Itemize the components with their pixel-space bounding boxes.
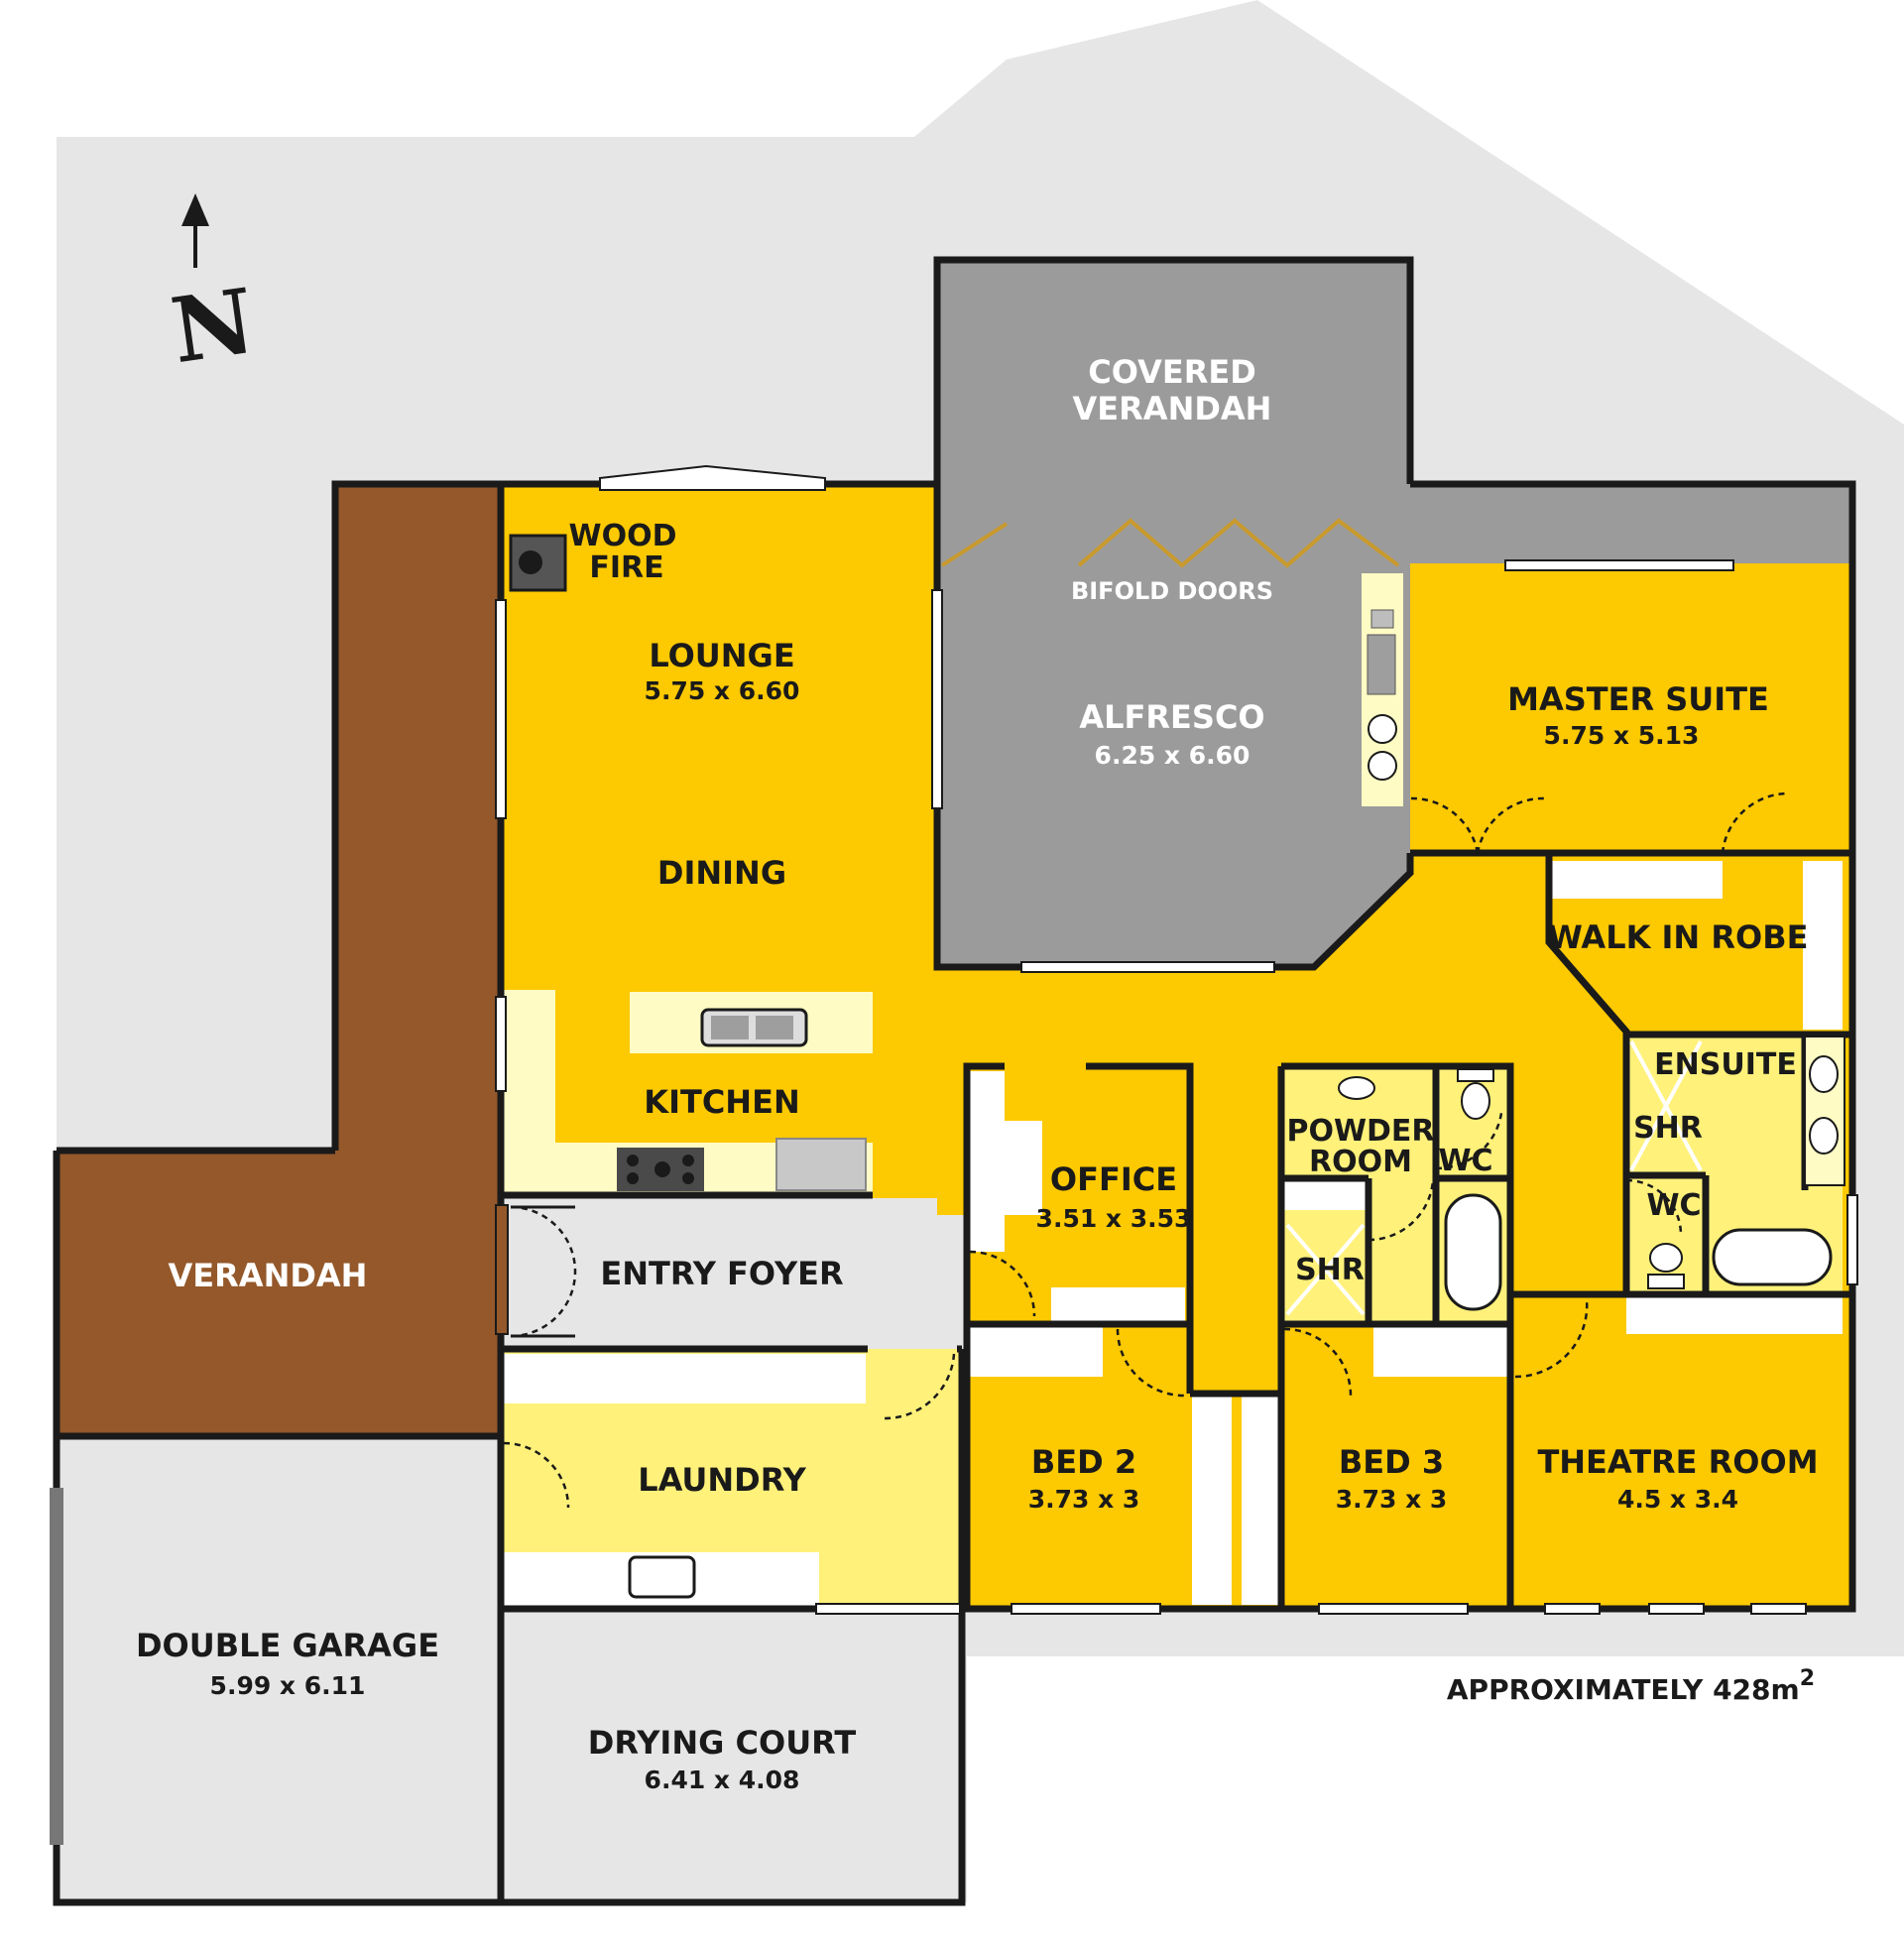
wardrobe-laundry (504, 1354, 866, 1403)
bed-3-dims: 3.73 x 3 (1336, 1485, 1448, 1514)
wardrobe-office-2 (1005, 1121, 1042, 1215)
wardrobe-theatre (1626, 1294, 1843, 1334)
bed-3-label: BED 3 (1339, 1443, 1444, 1481)
drying-court-dims: 6.41 x 4.08 (645, 1766, 800, 1794)
ensuite-basin-2 (1809, 1117, 1839, 1155)
wc-1-label: WC (1438, 1144, 1492, 1178)
dining-label: DINING (657, 854, 786, 892)
kitchen-appliance (775, 1138, 867, 1191)
powder-basin (1338, 1076, 1375, 1100)
bbq-hotplate (1367, 634, 1396, 695)
wardrobe-office (967, 1071, 1005, 1252)
lounge-dims: 5.75 x 6.60 (645, 676, 800, 705)
wc-bowl-1 (1461, 1082, 1490, 1120)
laundry-label: LAUNDRY (638, 1461, 806, 1499)
laundry-tub (628, 1555, 696, 1599)
shr-2-label: SHR (1633, 1111, 1703, 1146)
bath-2 (1712, 1228, 1833, 1286)
double-garage-dims: 5.99 x 6.11 (210, 1671, 366, 1700)
shr-1-label: SHR (1295, 1253, 1365, 1287)
theatre-room-label: THEATRE ROOM (1537, 1443, 1818, 1481)
verandah-label: VERANDAH (169, 1257, 368, 1294)
alfresco-label: ALFRESCO (1079, 698, 1264, 736)
drying-court-label: DRYING COURT (588, 1724, 857, 1762)
bbq-sink-2 (1368, 751, 1397, 781)
bed-2-dims: 3.73 x 3 (1028, 1485, 1140, 1514)
bbq-sink-1 (1368, 714, 1397, 744)
wc-bowl-2 (1649, 1243, 1683, 1273)
office-dims: 3.51 x 3.53 (1036, 1204, 1192, 1233)
wardrobe-bed3 (1373, 1327, 1510, 1377)
shower-1 (1285, 1223, 1366, 1316)
floor-verandah-deck (57, 484, 501, 1436)
bifold-doors-line (1077, 518, 1400, 568)
wardrobe-office-3 (1051, 1287, 1185, 1325)
entry-door-frame (495, 1204, 509, 1335)
door-swings (503, 792, 1790, 1509)
bed-2-label: BED 2 (1031, 1443, 1136, 1481)
shower-2 (1629, 1040, 1703, 1171)
wardrobe-wir (1549, 861, 1723, 899)
walk-in-robe-label: WALK IN ROBE (1548, 918, 1809, 956)
floor-alfresco (937, 260, 1410, 967)
lounge-label: LOUNGE (649, 637, 794, 674)
bath-1 (1444, 1193, 1502, 1311)
garage-door (50, 1488, 63, 1845)
north-label: N (166, 269, 261, 384)
kitchen-sink-bowl-1 (711, 1016, 749, 1039)
wardrobe-powder (1284, 1180, 1368, 1210)
office-label: OFFICE (1050, 1160, 1177, 1198)
wardrobe-wir-side (1803, 861, 1843, 1030)
wardrobe-bed2 (967, 1327, 1103, 1377)
kitchen-sink-bowl-2 (756, 1016, 793, 1039)
ensuite-label: ENSUITE (1654, 1047, 1797, 1082)
master-suite-dims: 5.75 x 5.13 (1544, 721, 1700, 750)
area-note: APPROXIMATELY 428m2 (1447, 1666, 1815, 1706)
floor-living (501, 484, 937, 1198)
wardrobe-bed3-side (1242, 1397, 1281, 1605)
bifold-label: BIFOLD DOORS (1071, 577, 1273, 605)
theatre-room-dims: 4.5 x 3.4 (1617, 1485, 1738, 1514)
alfresco-dims: 6.25 x 6.60 (1095, 741, 1250, 770)
master-suite-label: MASTER SUITE (1507, 680, 1769, 718)
wc-cistern-2 (1647, 1274, 1685, 1289)
wc-2-label: WC (1646, 1188, 1701, 1223)
cooktop-burners (627, 1155, 694, 1184)
bifold-doors-left-leaf (940, 522, 1009, 567)
kitchen-label: KITCHEN (644, 1083, 799, 1121)
north-arrow (181, 193, 209, 268)
double-garage-label: DOUBLE GARAGE (136, 1627, 439, 1664)
ensuite-basin-1 (1809, 1055, 1839, 1093)
entry-foyer-label: ENTRY FOYER (600, 1255, 843, 1292)
wood-fire-burner (519, 550, 542, 574)
wc-cistern-1 (1457, 1068, 1494, 1082)
wardrobe-bed2-side (1192, 1397, 1232, 1605)
windows (495, 464, 1858, 1615)
floor-master-verandah (1410, 486, 1852, 563)
bbq-grill (1370, 609, 1394, 629)
